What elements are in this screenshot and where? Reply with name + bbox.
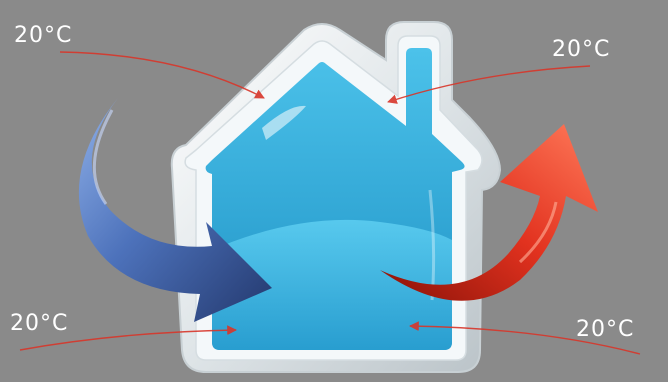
indicator-arrow-top-left [60, 52, 264, 98]
temperature-label-top-right: 20°C [552, 37, 610, 62]
temperature-label-top-left: 20°C [14, 23, 72, 48]
temperature-label-bottom-left: 20°C [10, 311, 68, 336]
cold-air-arrow-shine [94, 110, 112, 204]
temperature-label-bottom-right: 20°C [576, 317, 634, 342]
